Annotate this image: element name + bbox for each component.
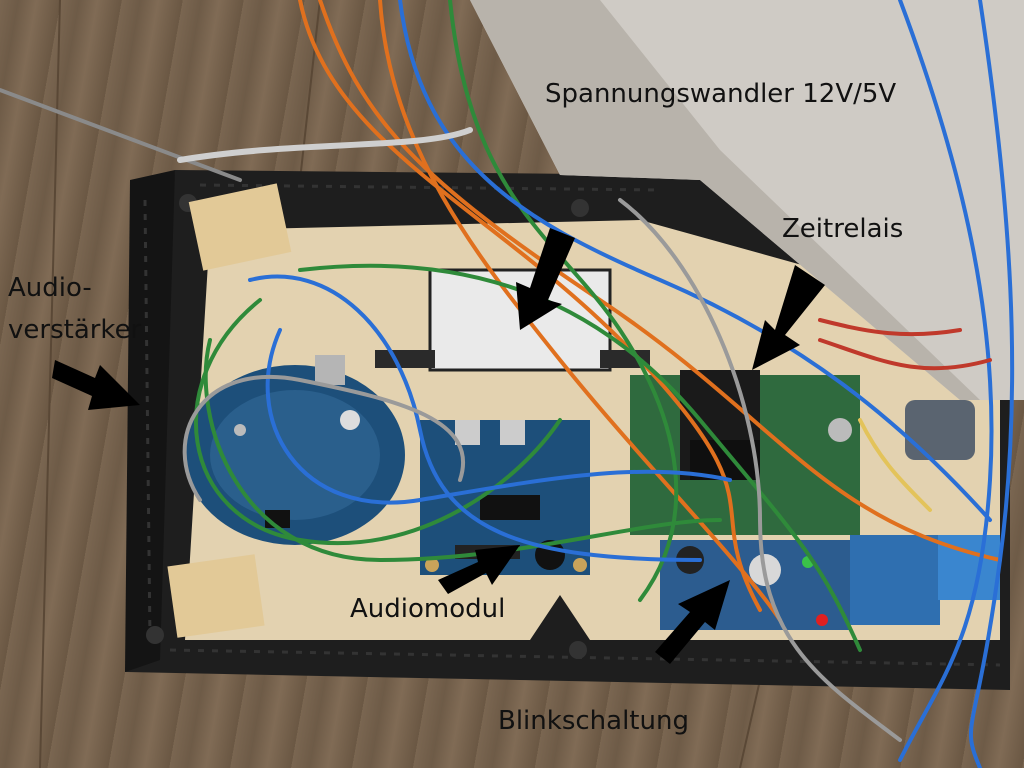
screw (146, 626, 164, 644)
arrow-voltage-converter (516, 228, 575, 330)
cover-panel-edge (470, 0, 980, 400)
arrow-blink-circuit (655, 580, 730, 664)
wood-block (188, 183, 292, 271)
label-voltage-converter: Spannungswandler 12V/5V (545, 79, 897, 109)
audio-amplifier-board (185, 355, 405, 545)
screw (569, 641, 587, 659)
arrow-time-relay (752, 265, 825, 370)
wood-block (167, 554, 265, 638)
screw (571, 199, 589, 217)
label-blink-circuit: Blinkschaltung (498, 706, 689, 736)
label-audio-amplifier-line1: Audio- (8, 273, 92, 303)
label-audio-module: Audiomodul (350, 594, 506, 624)
arrow-audio-amplifier (52, 360, 140, 410)
arrow-audio-module (438, 545, 520, 594)
annotation-arrows (52, 228, 825, 664)
label-time-relay: Zeitrelais (782, 214, 904, 244)
label-audio-amplifier-line2: verstärker (8, 315, 142, 345)
